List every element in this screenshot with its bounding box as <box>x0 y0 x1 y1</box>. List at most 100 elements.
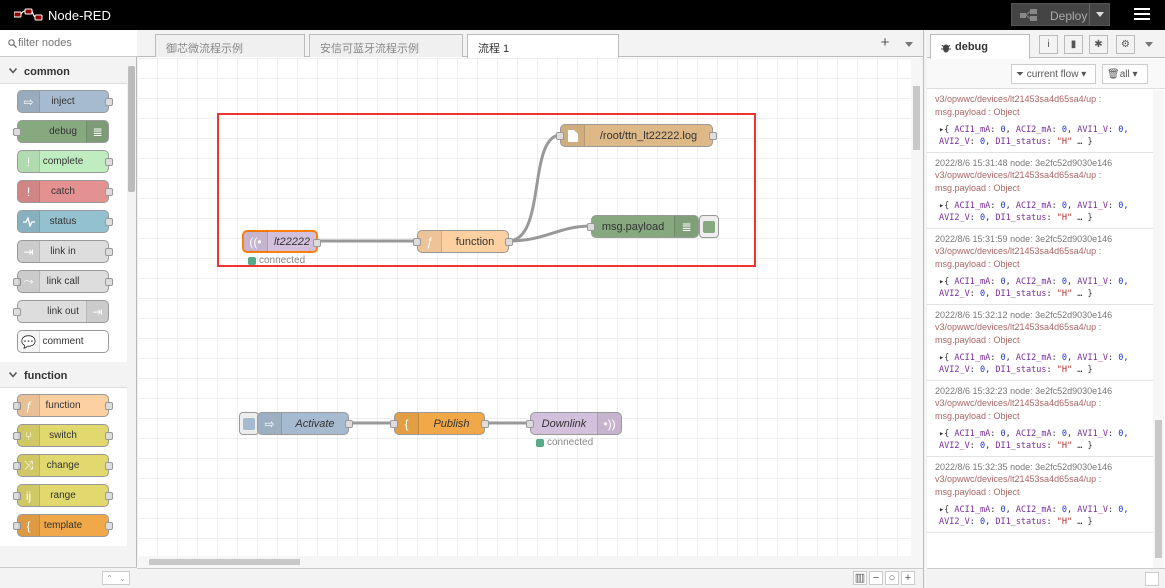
payload-more: … } <box>1077 289 1093 299</box>
expand-arrow-icon[interactable]: ▸ <box>939 125 945 135</box>
scrollbar-thumb[interactable] <box>1155 420 1162 558</box>
zoom-reset-button[interactable]: ○ <box>885 571 899 585</box>
input-port[interactable] <box>526 420 534 428</box>
category-header-common[interactable]: common <box>0 58 127 84</box>
debug-message[interactable]: v3/opwwc/devices/lt21453sa4d65sa4/up : m… <box>927 90 1153 153</box>
palette-node-complete[interactable]: ! complete <box>17 150 113 173</box>
switch-icon: ⑂ <box>18 425 40 446</box>
palette-node-template[interactable]: { template <box>13 514 113 537</box>
message-payload[interactable]: ▸{ ACI1_mA: 0, ACI2_mA: 0, AVI1_V: 0, AV… <box>939 201 1129 223</box>
canvas-vertical-scrollbar[interactable] <box>911 58 923 556</box>
payload-key: ACI2_mA <box>1015 201 1052 211</box>
deploy-dropdown-button[interactable] <box>1089 4 1109 25</box>
inject-trigger-button[interactable] <box>239 412 259 435</box>
tab-flow-yuxinwei[interactable]: 御芯微流程示例 <box>155 34 305 57</box>
palette-node-status[interactable]: status <box>17 210 113 233</box>
palette-scrollbar[interactable] <box>127 58 136 566</box>
palette-node-link-in[interactable]: ⇥ link in <box>17 240 113 263</box>
hamburger-icon <box>1134 8 1150 10</box>
help-tab-button[interactable]: ▮ <box>1064 35 1083 54</box>
output-port[interactable] <box>505 238 513 246</box>
zoom-out-button[interactable]: − <box>869 571 883 585</box>
palette-node-switch[interactable]: ⑂ switch <box>13 424 113 447</box>
clear-debug-button[interactable]: 🗑all ▾ <box>1102 64 1148 84</box>
debug-tab-button[interactable]: ✱ <box>1089 35 1108 54</box>
flow-node-msg-payload[interactable]: msg.payload ≣ <box>587 215 699 238</box>
debug-message[interactable]: 2022/8/6 15:32:23 node: 3e2fc52d9030e146… <box>927 381 1153 457</box>
expand-arrow-icon[interactable]: ▸ <box>939 429 945 439</box>
flow-node-downlink[interactable]: Downlink •)) <box>526 412 622 435</box>
deploy-button[interactable]: Deploy <box>1011 3 1110 26</box>
message-payload[interactable]: ▸{ ACI1_mA: 0, ACI2_mA: 0, AVI1_V: 0, AV… <box>939 429 1129 451</box>
main-menu-button[interactable] <box>1134 8 1150 22</box>
message-payload[interactable]: ▸{ ACI1_mA: 0, ACI2_mA: 0, AVI1_V: 0, AV… <box>939 505 1129 527</box>
palette-node-change[interactable]: ⤨ change <box>13 454 113 477</box>
map-icon[interactable]: ▥ <box>853 571 867 585</box>
message-payload[interactable]: ▸{ ACI1_mA: 0, ACI2_mA: 0, AVI1_V: 0, AV… <box>939 353 1129 375</box>
output-port[interactable] <box>313 239 321 247</box>
palette-node-inject[interactable]: ⇨ inject <box>17 90 113 113</box>
output-port[interactable] <box>481 420 489 428</box>
scrollbar-thumb[interactable] <box>913 86 920 150</box>
output-port[interactable] <box>709 132 717 140</box>
message-payload[interactable]: ▸{ ACI1_mA: 0, ACI2_mA: 0, AVI1_V: 0, AV… <box>939 125 1129 147</box>
input-port[interactable] <box>587 223 595 231</box>
arrow-right-icon: ⇨ <box>258 413 282 434</box>
expand-arrow-icon[interactable]: ▸ <box>939 505 945 515</box>
add-tab-button[interactable]: + <box>877 34 893 52</box>
tab-debug[interactable]: debug <box>930 34 1030 59</box>
payload-key: ACI2_mA <box>1015 125 1052 135</box>
expand-arrow-icon[interactable]: ▸ <box>939 277 945 287</box>
expand-arrow-icon[interactable]: ▸ <box>939 201 945 211</box>
toggle-indicator <box>703 220 715 233</box>
palette-node-comment[interactable]: 💬 comment <box>17 330 109 353</box>
tab-list-button[interactable] <box>901 36 917 52</box>
debug-toggle-button[interactable] <box>699 215 719 238</box>
zoom-in-button[interactable]: + <box>901 571 915 585</box>
flow-node-function[interactable]: ƒ function <box>413 230 513 253</box>
debug-message[interactable]: 2022/8/6 15:32:12 node: 3e2fc52d9030e146… <box>927 305 1153 381</box>
payload-value: 0 <box>979 289 986 299</box>
canvas-horizontal-scrollbar[interactable] <box>137 556 923 568</box>
palette-node-range[interactable]: ij range <box>13 484 113 507</box>
info-tab-button[interactable]: i <box>1039 35 1058 54</box>
hamburger-icon-line <box>1134 18 1150 20</box>
open-debug-window-button[interactable] <box>1145 572 1159 586</box>
input-port[interactable] <box>413 238 421 246</box>
tab-flow-1[interactable]: 流程 1 <box>467 34 619 58</box>
payload-value: "H" <box>1056 365 1073 375</box>
debug-message[interactable]: 2022/8/6 15:31:48 node: 3e2fc52d9030e146… <box>927 153 1153 229</box>
expand-all-icon[interactable]: ⌄ <box>119 573 126 583</box>
collapse-expand-buttons[interactable]: ⌃⌄ <box>102 571 130 585</box>
flow-canvas[interactable]: ((• lt22222 connected ƒ function /root/t… <box>137 58 912 556</box>
palette-node-debug[interactable]: debug ≣ <box>13 120 109 143</box>
palette-node-function[interactable]: ƒ function <box>13 394 113 417</box>
collapse-all-icon[interactable]: ⌃ <box>106 573 113 583</box>
palette-node-link-out[interactable]: link out ⇥ <box>13 300 109 323</box>
message-meta: 2022/8/6 15:32:35 node: 3e2fc52d9030e146 <box>935 462 1113 472</box>
flow-node-file[interactable]: /root/ttn_lt22222.log <box>556 124 717 147</box>
node-status-lt22222: connected <box>248 255 305 266</box>
debug-message[interactable]: 2022/8/6 15:32:35 node: 3e2fc52d9030e146… <box>927 457 1153 533</box>
input-port[interactable] <box>556 132 564 140</box>
debug-scrollbar[interactable] <box>1153 90 1164 568</box>
sidebar-separator[interactable] <box>923 30 927 588</box>
config-tab-button[interactable]: ⚙ <box>1116 35 1135 54</box>
filter-nodes-input[interactable] <box>18 35 128 51</box>
palette-node-link-call[interactable]: ⤳ link call <box>13 270 113 293</box>
category-header-function[interactable]: function <box>0 362 127 388</box>
scrollbar-thumb[interactable] <box>149 559 300 565</box>
flow-node-publish[interactable]: { Publish <box>390 412 489 435</box>
debug-message[interactable]: 2022/8/6 15:31:59 node: 3e2fc52d9030e146… <box>927 229 1153 305</box>
scrollbar-thumb[interactable] <box>128 66 135 192</box>
palette-node-catch[interactable]: ! catch <box>17 180 113 203</box>
message-payload[interactable]: ▸{ ACI1_mA: 0, ACI2_mA: 0, AVI1_V: 0, AV… <box>939 277 1129 299</box>
input-port[interactable] <box>390 420 398 428</box>
tab-flow-anxinke[interactable]: 安信可蓝牙流程示例 <box>309 34 463 57</box>
debug-filter-button[interactable]: ⏷ current flow ▾ <box>1011 64 1096 84</box>
flow-node-activate[interactable]: ⇨ Activate <box>257 412 353 435</box>
expand-arrow-icon[interactable]: ▸ <box>939 353 945 363</box>
flow-node-lt22222[interactable]: ((• lt22222 <box>242 230 321 253</box>
sidebar-tab-menu-button[interactable] <box>1141 36 1157 52</box>
output-port[interactable] <box>345 420 353 428</box>
